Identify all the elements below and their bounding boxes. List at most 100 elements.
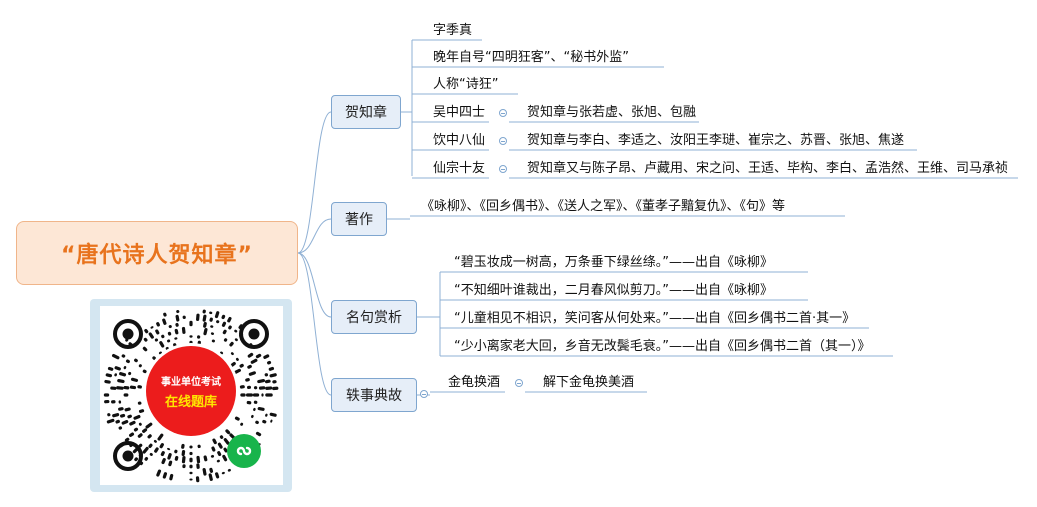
collapse-toggle-icon[interactable] — [420, 390, 428, 398]
qr-module — [203, 455, 208, 462]
qr-module — [107, 366, 114, 371]
qr-module — [248, 371, 256, 376]
qr-module — [138, 422, 142, 426]
qr-module — [174, 328, 179, 335]
qr-module — [245, 378, 250, 382]
qr-module — [124, 437, 130, 442]
qr-module — [196, 313, 200, 322]
qr-module — [197, 340, 201, 347]
qr-module — [104, 379, 111, 384]
qr-finder — [239, 319, 269, 349]
qr-module — [267, 360, 272, 365]
qr-module — [137, 433, 143, 438]
qr-module — [165, 346, 170, 351]
leaf-yinzhong-detail[interactable]: 贺知章与李白、李适之、汝阳王李琎、崔宗之、苏晋、张旭、焦遂 — [527, 133, 905, 148]
qr-module — [162, 318, 167, 325]
qr-module — [148, 332, 154, 339]
qr-module — [144, 457, 149, 461]
qr-module — [154, 338, 159, 342]
qr-module — [203, 327, 208, 336]
leaf-quote-1[interactable]: “碧玉妆成一树高，万条垂下绿丝绦。”——出自《咏柳》 — [454, 255, 773, 270]
qr-module — [223, 447, 228, 453]
collapse-toggle-icon[interactable] — [515, 379, 523, 387]
qr-module — [115, 419, 120, 424]
leaf-xianzong-shiyou[interactable]: 仙宗十友 — [433, 161, 486, 176]
qr-module — [239, 363, 244, 368]
qr-module — [181, 449, 186, 457]
qr-module — [189, 320, 193, 327]
qr-module — [103, 393, 110, 397]
qr-module — [189, 445, 193, 449]
root-title: “唐代诗人贺知章” — [61, 243, 253, 268]
qr-module — [189, 471, 193, 475]
qr-module — [269, 412, 277, 417]
qr-module — [114, 373, 117, 377]
branch-label: 名句赏析 — [346, 310, 402, 326]
qr-module — [159, 443, 164, 449]
qr-finder-center — [122, 328, 134, 340]
qr-module — [157, 433, 164, 441]
qr-finder-center — [122, 450, 134, 462]
leaf-xianzong-detail[interactable]: 贺知章又与陈子昂、卢藏用、宋之问、王适、毕构、李白、孟浩然、王维、司马承祯 — [527, 161, 1009, 176]
qr-module — [175, 322, 179, 327]
qr-module — [158, 351, 162, 355]
qr-module — [246, 385, 252, 390]
qr-module — [111, 353, 120, 360]
qr-module — [174, 455, 179, 461]
qr-module — [189, 335, 193, 338]
branch-famous-lines[interactable]: 名句赏析 — [331, 300, 417, 334]
qr-module — [160, 451, 165, 457]
leaf-courtesy-name[interactable]: 字季真 — [433, 23, 473, 38]
connector-curve — [297, 252, 332, 396]
qr-module — [182, 315, 186, 319]
qr-module — [227, 316, 232, 323]
leaf-works-list[interactable]: 《咏柳》、《回乡偶书》、《送人之军》、《董孝子黯复仇》、《句》等 — [421, 199, 786, 214]
branch-anecdotes[interactable]: 轶事典故 — [331, 378, 417, 412]
qr-module — [128, 371, 132, 376]
collapse-toggle-icon[interactable] — [499, 109, 507, 117]
collapse-toggle-icon[interactable] — [499, 165, 507, 173]
qr-module — [228, 325, 232, 330]
qr-module — [252, 393, 260, 397]
qr-module — [134, 457, 138, 462]
qr-module — [240, 393, 246, 397]
qr-module — [221, 321, 227, 327]
leaf-self-titles[interactable]: 晚年自号“四明狂客”、“秘书外监” — [433, 50, 629, 65]
qr-module — [223, 338, 228, 342]
qr-module — [264, 373, 269, 377]
leaf-quote-3[interactable]: “儿童相见不相识，笑问客从何处来。”——出自《回乡偶书二首·其一》 — [454, 311, 856, 326]
leaf-jingui-detail[interactable]: 解下金龟换美酒 — [543, 375, 635, 390]
qr-module — [143, 337, 148, 342]
leaf-wuzhong-detail[interactable]: 贺知章与张若虚、张旭、包融 — [527, 105, 697, 120]
qr-module — [215, 472, 220, 479]
qr-module — [197, 444, 201, 449]
qr-module — [246, 400, 252, 405]
qr-module — [234, 416, 240, 421]
qr-module — [129, 385, 137, 390]
wechat-miniprogram-icon — [227, 434, 261, 468]
qr-module — [225, 429, 231, 435]
root-topic[interactable]: “唐代诗人贺知章” — [16, 221, 298, 285]
qr-module — [123, 385, 130, 390]
leaf-quote-4[interactable]: “少小离家老大回，乡音无改鬓毛衰。”——出自《回乡偶书二首（其一）》 — [454, 339, 871, 354]
qr-module — [239, 385, 245, 389]
qr-module — [212, 438, 217, 445]
qr-module — [107, 413, 111, 417]
qr-module — [110, 386, 117, 390]
qr-module — [222, 454, 228, 462]
branch-he-zhizhang[interactable]: 贺知章 — [331, 95, 401, 129]
qr-module — [149, 452, 153, 456]
qr-module — [123, 366, 127, 370]
leaf-quote-2[interactable]: “不知细叶谁裁出，二月春风似剪刀。”——出自《咏柳》 — [454, 283, 773, 298]
qr-module — [230, 352, 234, 356]
collapse-toggle-icon[interactable] — [499, 137, 507, 145]
qr-module — [142, 428, 148, 433]
leaf-jingui-huanjiu[interactable]: 金龟换酒 — [448, 375, 501, 390]
leaf-yinzhong-baxian[interactable]: 饮中八仙 — [433, 133, 486, 148]
qr-module — [125, 359, 130, 364]
connector-curve — [297, 252, 332, 318]
qr-module — [209, 317, 213, 322]
leaf-nickname[interactable]: 人称“诗狂” — [433, 77, 499, 92]
branch-works[interactable]: 著作 — [331, 202, 387, 236]
leaf-wuzhong-sishi[interactable]: 吴中四士 — [433, 105, 486, 120]
